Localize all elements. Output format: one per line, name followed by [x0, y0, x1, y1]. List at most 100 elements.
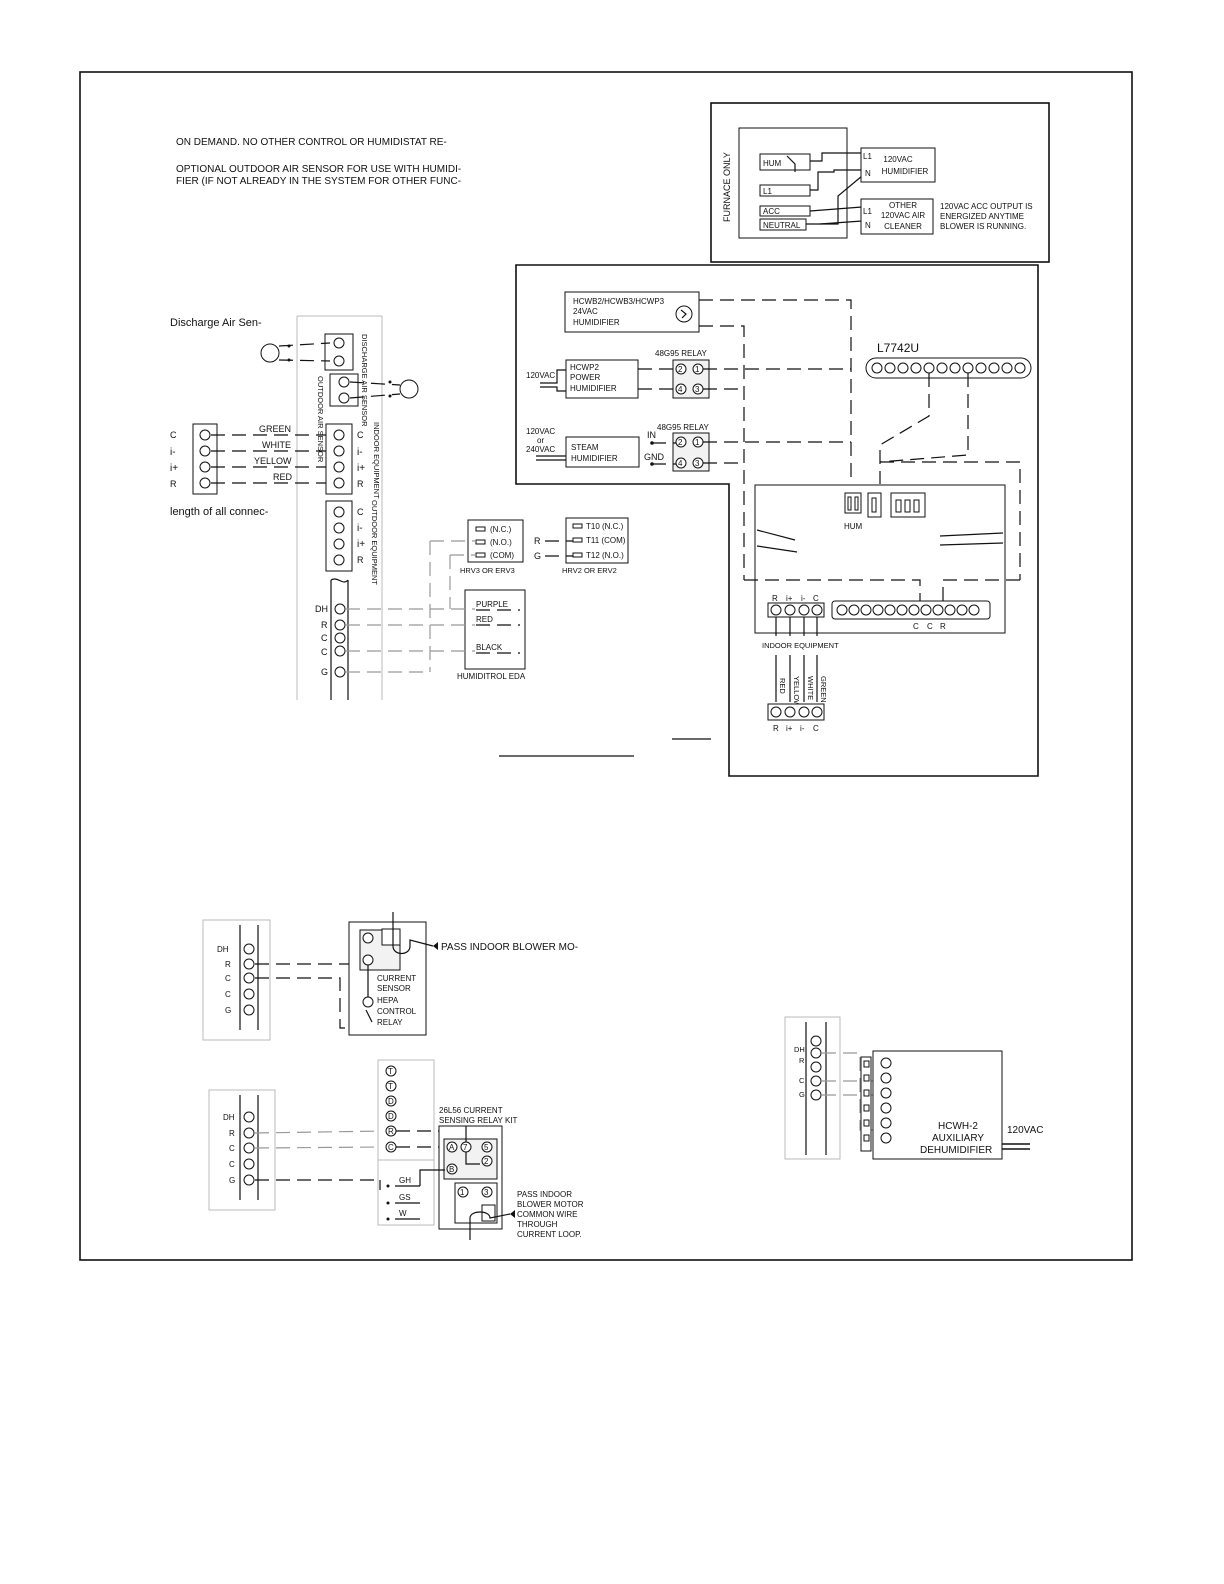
indoor-equipment-label: INDOOR EQUIPMENT — [372, 422, 381, 499]
indoor-term-iminus: i- — [357, 447, 363, 458]
relay1-term-4: 4 — [678, 385, 683, 394]
l7742u-model: L7742U — [877, 341, 919, 355]
note-length: length of all connec- — [170, 506, 269, 518]
relay2-term-1: 1 — [695, 438, 700, 447]
outdoor-sensor-icon — [399, 379, 419, 399]
page-frame — [79, 71, 1133, 1261]
relay2-term-4: 4 — [678, 459, 683, 468]
hcwb-humidifier: HUMIDIFIER — [573, 318, 620, 327]
wire-yellow-label: YELLOW — [254, 456, 292, 466]
left-term-iminus: i- — [170, 447, 176, 458]
outdoor-term-r: R — [357, 555, 364, 565]
sensor-terminal-panel: DISCHARGE AIR SENSOR OUTDOOR AIR SENSOR … — [170, 315, 419, 700]
board-c2: C — [927, 622, 933, 631]
strip-term-d2: D — [388, 1112, 394, 1121]
wire-white: WHITE — [806, 676, 815, 700]
kit-pass-3: COMMON WIRE — [517, 1210, 577, 1219]
dehum-term-r: R — [799, 1056, 805, 1065]
humiditrol-black: BLACK — [476, 643, 503, 652]
outdoor-term-iplus: i+ — [357, 539, 365, 550]
board-indoor-equipment: INDOOR EQUIPMENT — [762, 641, 839, 650]
dehum-term-g: G — [799, 1090, 805, 1099]
lower-term-r: R — [321, 620, 328, 630]
humiditrol-label: HUMIDITROL EDA — [457, 672, 526, 681]
kit-relay-1: 1 — [460, 1188, 465, 1197]
indoor-term-c: C — [357, 430, 364, 440]
hcwp2-model: HCWP2 — [570, 363, 599, 372]
note-discharge-air: Discharge Air Sen- — [170, 317, 262, 329]
note-on-demand: ON DEMAND. NO OTHER CONTROL OR HUMIDISTA… — [176, 137, 447, 148]
wire-white-label: WHITE — [262, 440, 291, 450]
kit-gh: GH — [399, 1176, 411, 1185]
wire-red-label: RED — [273, 472, 293, 482]
board-term-iminus: i- — [801, 594, 806, 603]
hepa-relay-hepa: HEPA — [377, 996, 399, 1005]
wire-red: RED — [778, 678, 787, 694]
board-terminal-strip — [836, 604, 980, 616]
steam-or: or — [537, 436, 544, 445]
acc-note-3: BLOWER IS RUNNING. — [940, 222, 1026, 231]
hepa-term-c1: C — [225, 974, 231, 983]
strip-term-t2: T — [388, 1082, 393, 1091]
hrv3-label: HRV3 OR ERV3 — [460, 566, 515, 575]
dehum-term-c: C — [799, 1076, 805, 1085]
kit-pass-2: BLOWER MOTOR — [517, 1200, 584, 1209]
hrv3-no: (N.O.) — [490, 538, 512, 547]
furnace-accessory-box: FURNACE ONLY HUM L1 ACC NEUTRAL L1 N 120… — [710, 102, 1050, 263]
kit-gs: GS — [399, 1193, 411, 1202]
bottom-term-r: R — [773, 724, 779, 733]
furnace-only-label: FURNACE ONLY — [722, 152, 732, 222]
relay2-label: 48G95 RELAY — [657, 423, 710, 432]
term-l1: L1 — [763, 187, 772, 196]
hepa-relay-control: CONTROL — [377, 1007, 417, 1016]
hrv2-t10: T10 (N.C.) — [586, 522, 624, 531]
outdoor-sensor-label: OUTDOOR AIR SENSOR — [316, 376, 325, 463]
acc-note-2: ENERGIZED ANYTIME — [940, 212, 1024, 221]
dehum-auxiliary: AUXILIARY — [932, 1133, 984, 1144]
steam-in: IN — [647, 430, 656, 440]
kit-relay-2: 2 — [484, 1157, 489, 1166]
left-term-c: C — [170, 430, 177, 440]
relay1-term-1: 1 — [695, 365, 700, 374]
kit-term-r: R — [229, 1129, 235, 1138]
note-outdoor-sensor-2: FIER (IF NOT ALREADY IN THE SYSTEM FOR O… — [176, 176, 461, 187]
l7742u-terminals — [871, 362, 1026, 374]
hcwb-model: HCWB2/HCWB3/HCWP3 — [573, 297, 665, 306]
dehumidifier-section: DH R C G HCWH-2 AUXILIARY DEHUMIDIFIER 1… — [784, 1016, 1044, 1160]
dehum-term-dh: DH — [794, 1045, 805, 1054]
hepa-section: DH R C C G CURRENT SENSOR HEPA CONTROL R… — [202, 912, 578, 1041]
hcwp2-power: POWER — [570, 373, 600, 382]
bottom-term-c: C — [813, 724, 819, 733]
board-c1: C — [913, 622, 919, 631]
humidifier-panel: HCWB2/HCWB3/HCWP3 24VAC HUMIDIFIER 48G95… — [499, 264, 1039, 777]
wire-green: GREEN — [819, 676, 828, 703]
kit-relay-5: 5 — [484, 1143, 489, 1152]
kit-w: W — [399, 1209, 407, 1218]
relay1-term-3: 3 — [695, 385, 700, 394]
kit-pass-1: PASS INDOOR — [517, 1190, 572, 1199]
kit-term-c2: C — [229, 1160, 235, 1169]
humiditrol-purple: PURPLE — [476, 600, 508, 609]
hepa-sensor: SENSOR — [377, 984, 411, 993]
dehum-120vac: 120VAC — [1007, 1125, 1044, 1136]
kit-term-g: G — [229, 1176, 235, 1185]
lower-term-g: G — [321, 667, 328, 677]
steam-label: STEAM — [571, 443, 599, 452]
kit-relay-a: A — [449, 1143, 455, 1152]
hepa-term-dh: DH — [217, 945, 229, 954]
cleaner-120vac: 120VAC AIR — [881, 211, 926, 220]
board-term-iplus: i+ — [786, 594, 793, 603]
indoor-term-iplus: i+ — [357, 463, 365, 474]
left-term-r: R — [170, 479, 177, 489]
hrv3-com: (COM) — [490, 551, 514, 560]
kit-relay-3: 3 — [484, 1188, 489, 1197]
hrv-erv-section: (N.C.) (N.O.) (COM) HRV3 OR ERV3 T10 (N.… — [429, 517, 629, 672]
steam-humidifier: HUMIDIFIER — [571, 454, 618, 463]
outdoor-term-iminus: i- — [357, 523, 363, 534]
note-outdoor-sensor-1: OPTIONAL OUTDOOR AIR SENSOR FOR USE WITH… — [176, 164, 461, 175]
dehum-dehumidifier: DEHUMIDIFIER — [920, 1145, 992, 1156]
steam-gnd: GND — [644, 452, 665, 462]
board-term-c: C — [813, 594, 819, 603]
kit-term-c1: C — [229, 1144, 235, 1153]
